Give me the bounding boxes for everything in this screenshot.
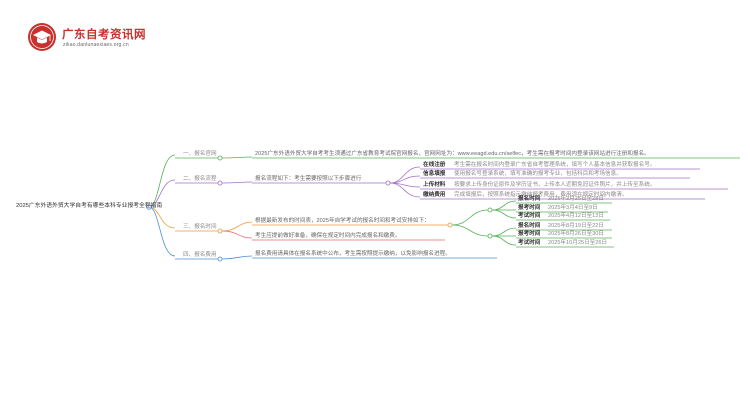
site-logo[interactable]: 广东自考资讯网 zikao.danlunaexiaes.org.cn [27,22,146,54]
connector-session-1 [451,209,489,226]
branch-text-2: 报名流程如下：考生需要按照以下步骤进行 [255,176,362,182]
connector-step-1 [389,166,421,184]
step-label-3: 上传材料 [423,182,446,188]
schedule-label-1-3: 考试时间 [518,213,541,219]
node-root [146,204,152,210]
branch-text-3: 根据最新发布的时间表，2025年自学考试的报名时间和考试安排如下： [255,218,430,224]
connector-b3-text [221,221,253,232]
connector-b4-text [221,255,253,260]
logo-title: 广东自考资讯网 [62,29,146,41]
node-session-1 [487,207,493,213]
connector-s2-r3 [491,235,517,246]
node-session-2 [487,233,493,239]
step-text-3: 按要求上传身份证原件及学历证书，上传本人近期免冠证件照片，并上传至系统。 [454,182,656,188]
connector-s2-r1 [491,227,517,237]
schedule-label-1-1: 报名时间 [518,196,541,202]
connector-b2-text [221,181,253,184]
graduation-cap-icon [28,23,56,51]
node-b4 [217,256,223,262]
schedule-value-1-2: 2025年3月4日至9日 [548,205,598,211]
schedule-label-2-3: 考试时间 [518,240,541,246]
node-b3 [217,228,223,234]
connector-b1-text [221,156,253,159]
schedule-value-1-1: 2025年2月25日至28日 [548,196,604,202]
schedule-value-1-3: 2025年4月12日至13日 [548,213,604,219]
branch-label-2: 二、报名流程 [183,176,217,182]
branch-note-3: 考生应提前做好准备，确保在规定时间内完成报名和缴费。 [255,233,401,239]
connector-s1-r3 [491,209,517,219]
schedule-value-2-2: 2025年8月26日至30日 [548,231,604,237]
step-text-4: 完成填报后，按照系统指示缴纳报考费用，费用须在规定时间内缴清。 [454,192,628,198]
connector-root-b1 [148,154,176,208]
step-label-4: 缴纳费用 [423,192,446,198]
connector-root-b4 [148,206,176,257]
schedule-label-1-2: 报考时间 [518,205,541,211]
node-b2-text [385,180,391,186]
connector-b3-note [221,230,253,239]
step-text-2: 使用报名号登录系统，填写准确的报考专业，包括科目和考场信息。 [454,171,622,177]
connector-step-4 [389,182,421,198]
node-b2 [217,180,223,186]
logo-subtitle: zikao.danlunaexiaes.org.cn [63,42,129,48]
node-b1 [217,155,223,161]
branch-label-3: 三、报名时间 [183,224,217,230]
branch-text-1: 2025广东外语外贸大学自考考生须通过广东省教育考试院官网报名，官网网址为：ww… [255,151,650,157]
step-text-1: 考生需在报名时间内登录广东省自考管理系统，填写个人基本信息并获取报名号。 [454,162,656,168]
connector-s1-r1 [491,200,517,211]
schedule-value-2-1: 2025年8月19日至22日 [548,223,604,229]
branch-label-4: 四、报名费用 [183,252,217,258]
step-label-1: 在线注册 [423,162,446,168]
branch-text-4: 报名费用请具体在报名系统中公布，考生需按照提示缴纳，以免影响报名进程。 [255,251,451,257]
mindmap-root: 2025广东外语外贸大学自考有哪些本科专业报考全程指南 [16,203,163,209]
schedule-label-2-1: 报名时间 [518,223,541,229]
branch-label-1: 一、报名官网 [183,151,217,157]
schedule-label-2-2: 报考时间 [518,231,541,237]
node-b3-text [447,222,453,228]
connector-root-b3 [148,206,176,229]
step-label-2: 信息填报 [423,171,446,177]
connector-session-2 [451,224,489,237]
schedule-value-2-3: 2025年10月25日至26日 [548,240,608,246]
